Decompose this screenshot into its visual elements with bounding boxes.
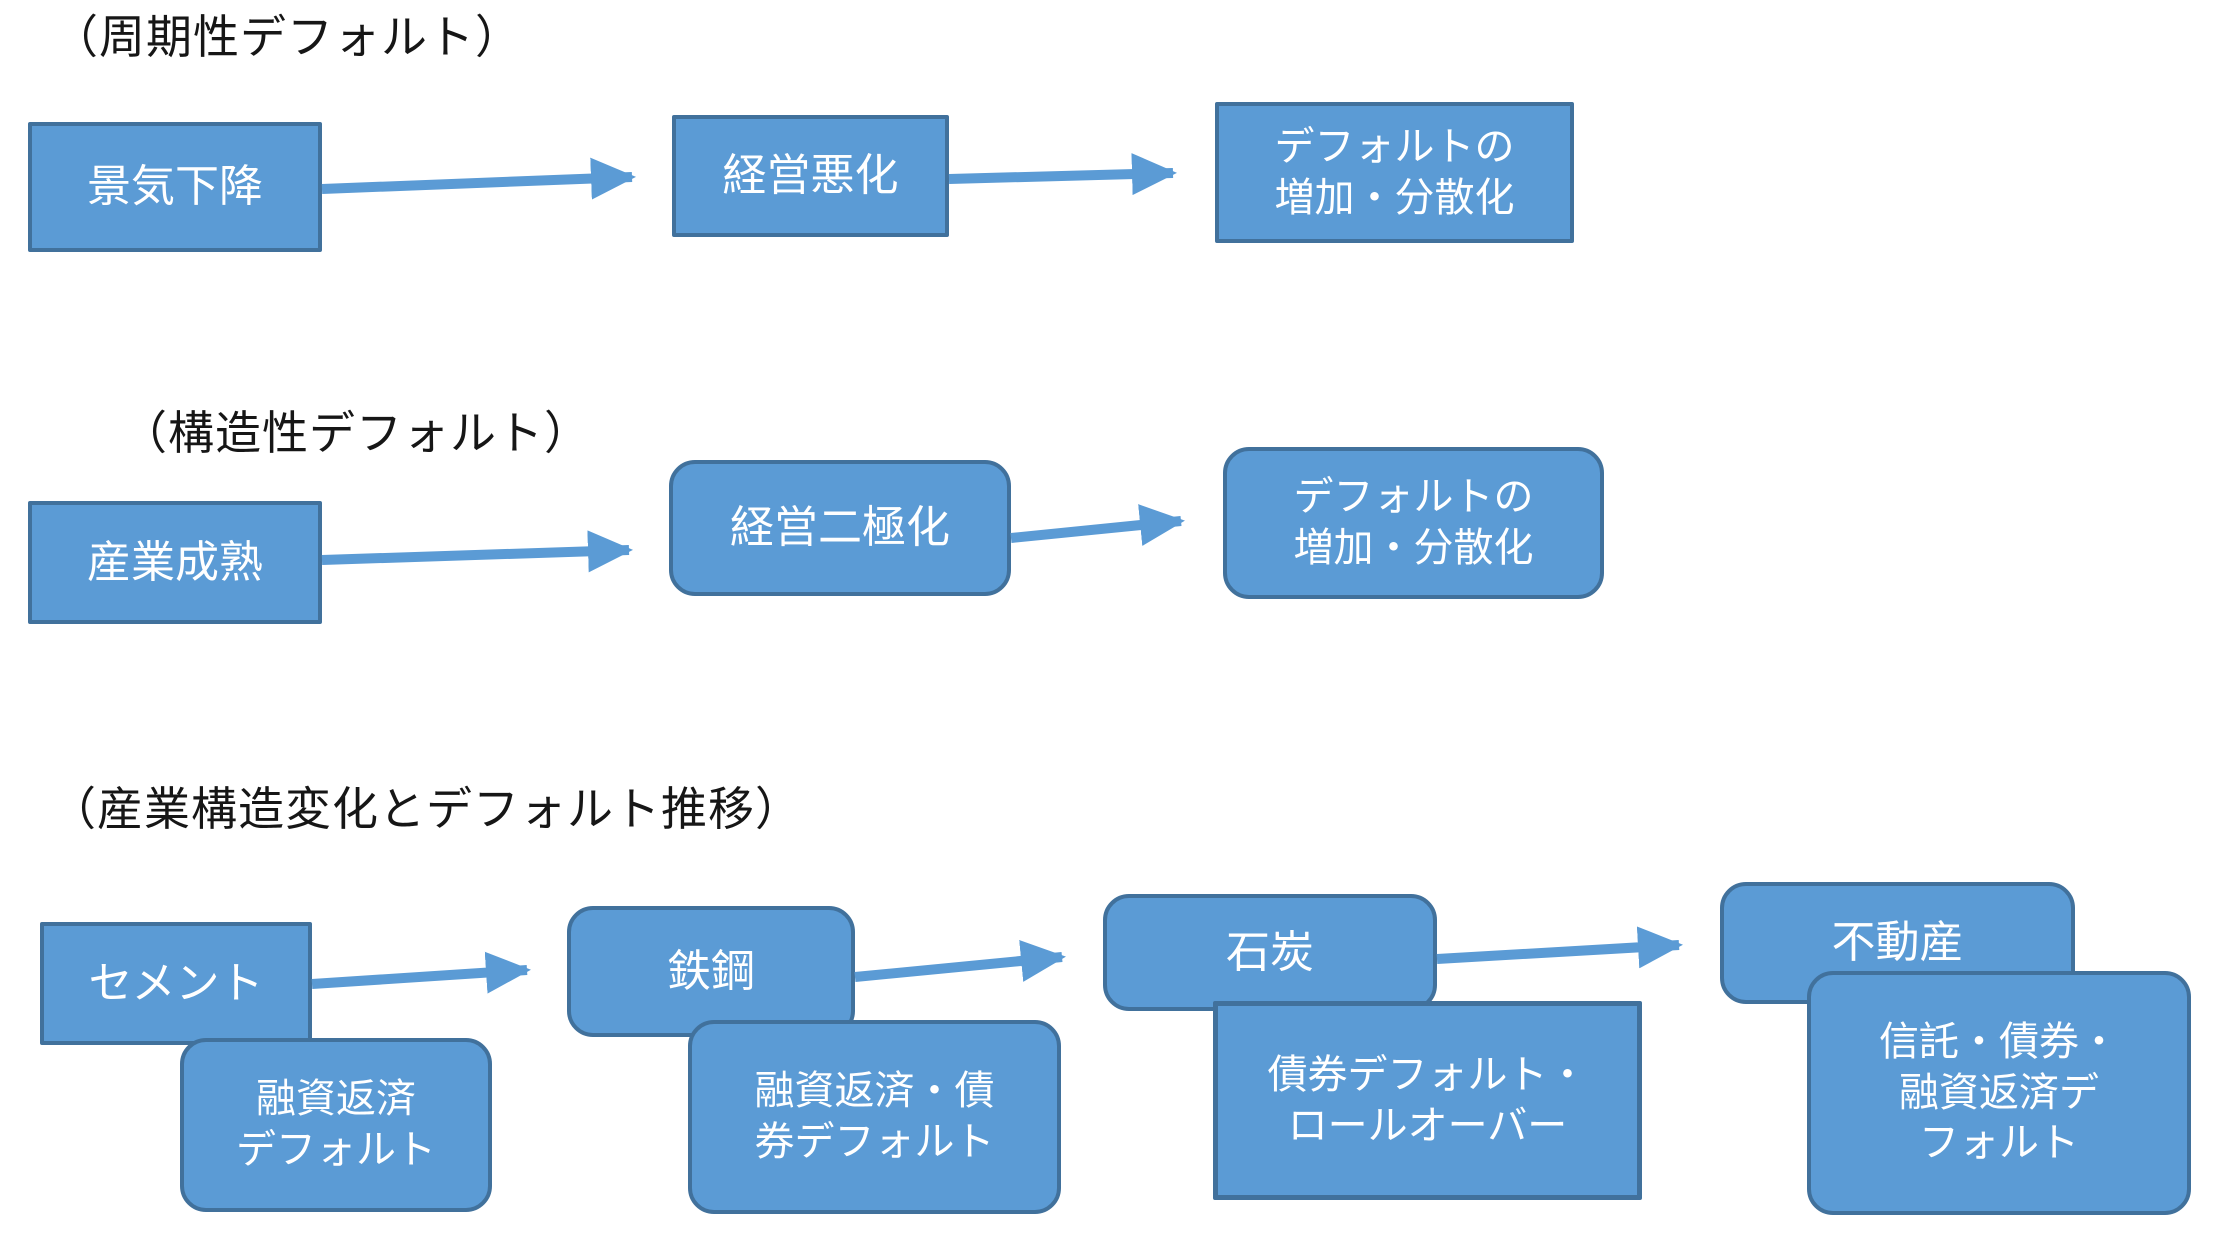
node-steel: 鉄鋼 bbox=[567, 906, 855, 1037]
section-title-cyclical-default: （周期性デフォルト） bbox=[52, 11, 522, 63]
arrow-business-deterioration-to-default-increase bbox=[948, 153, 1177, 196]
node-cement-default-loan-repayment: 融資返済 デフォルト bbox=[180, 1038, 492, 1212]
arrow-business-polarization-to-default-increase bbox=[1010, 504, 1185, 546]
node-coal: 石炭 bbox=[1103, 894, 1437, 1011]
node-coal-default-bond-rollover: 債券デフォルト・ ロールオーバー bbox=[1213, 1001, 1642, 1200]
arrow-economic-downturn-to-business-deterioration bbox=[321, 157, 636, 200]
node-business-polarization: 経営二極化 bbox=[669, 460, 1011, 596]
arrow-coal-to-real-estate bbox=[1436, 926, 1683, 969]
arrow-industry-maturity-to-business-polarization bbox=[321, 530, 633, 573]
node-real-estate-default-trust-bond-loan: 信託・債券・ 融資返済デ フォルト bbox=[1807, 971, 2191, 1215]
node-industry-maturity: 産業成熟 bbox=[28, 501, 322, 624]
node-business-deterioration: 経営悪化 bbox=[672, 115, 949, 237]
node-cement: セメント bbox=[40, 922, 312, 1045]
node-default-increase-diversification-structural: デフォルトの 増加・分散化 bbox=[1223, 447, 1604, 599]
arrow-steel-to-coal bbox=[854, 940, 1066, 982]
node-economic-downturn: 景気下降 bbox=[28, 122, 322, 252]
section-title-structural-default: （構造性デフォルト） bbox=[121, 407, 591, 459]
node-default-increase-diversification-cyclical: デフォルトの 増加・分散化 bbox=[1215, 102, 1574, 243]
arrow-cement-to-steel bbox=[311, 951, 531, 994]
section-title-industry-structure-default-transition: （産業構造変化とデフォルト推移） bbox=[50, 783, 802, 835]
node-steel-default-loan-bond: 融資返済・債 券デフォルト bbox=[688, 1020, 1061, 1214]
